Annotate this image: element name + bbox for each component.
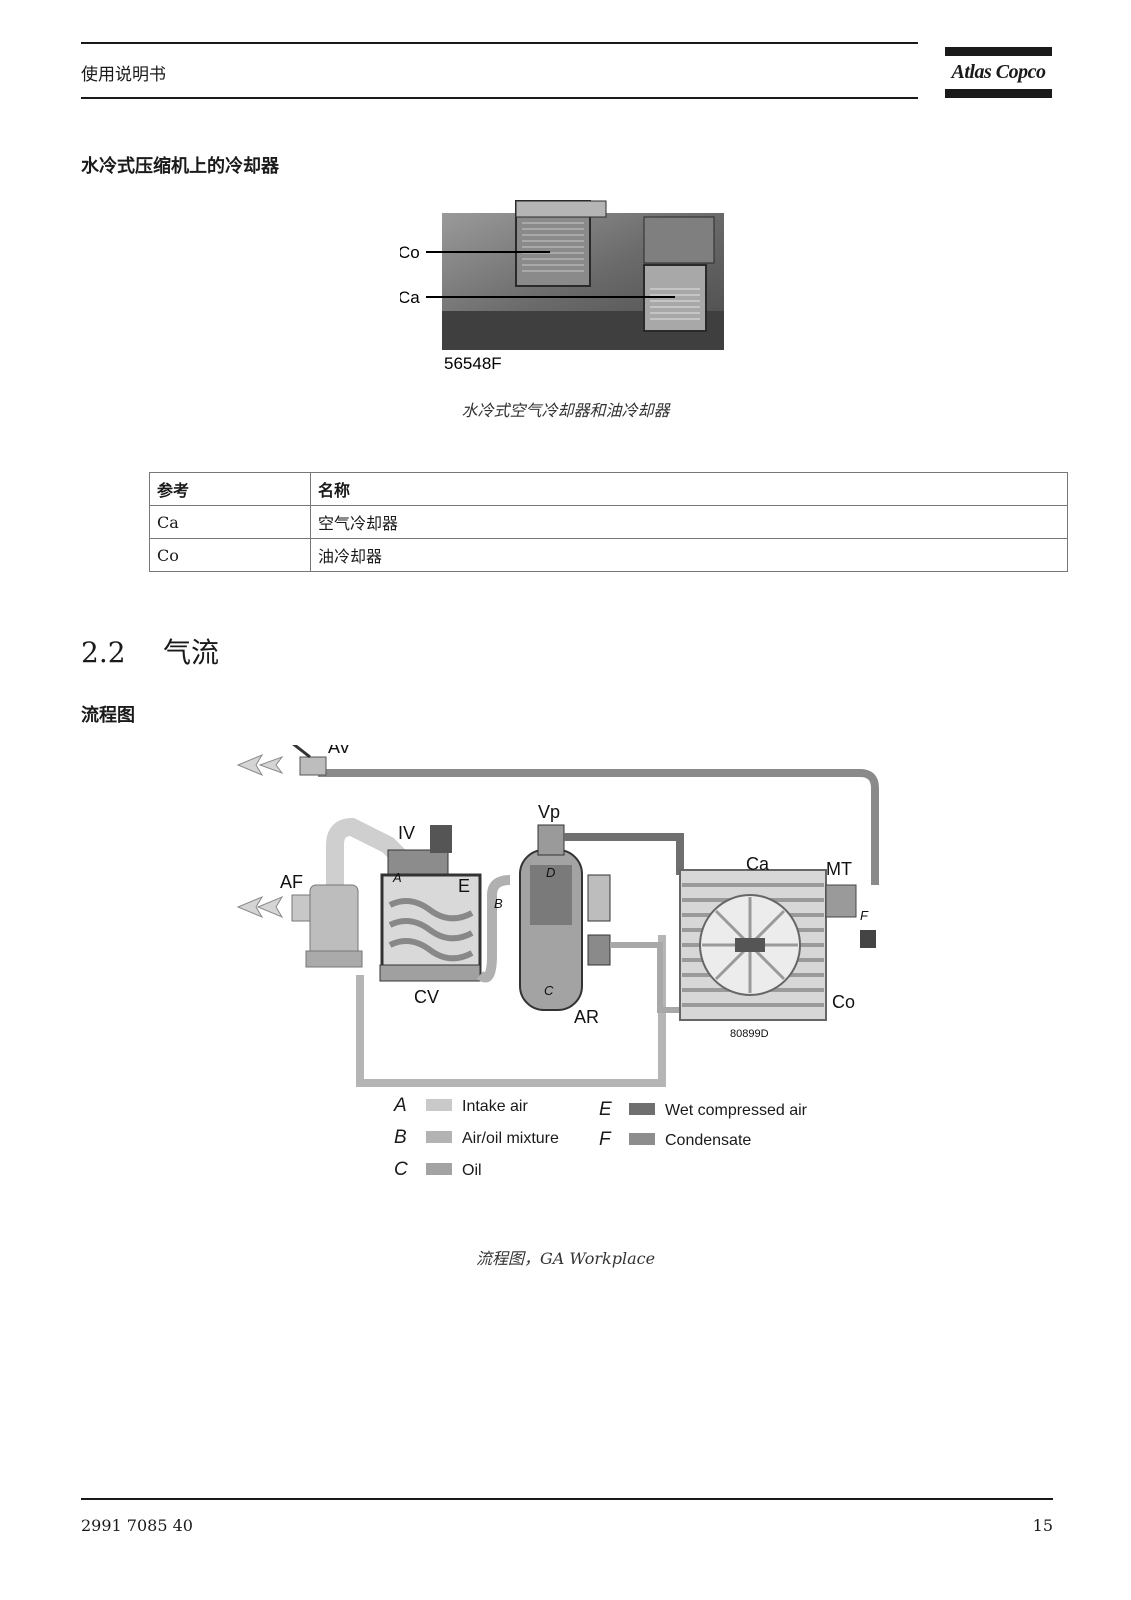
- legend-item: C Oil: [394, 1159, 482, 1181]
- legend-text: Air/oil mixture: [462, 1130, 559, 1147]
- label-e: E: [458, 876, 470, 896]
- legend-letter: B: [394, 1127, 407, 1148]
- label-cv: CV: [414, 987, 439, 1007]
- legend-text: Intake air: [462, 1098, 528, 1115]
- label-b: B: [494, 896, 503, 911]
- legend-swatch: [629, 1133, 655, 1145]
- logo-text: Atlas Copco: [951, 61, 1046, 83]
- legend-letter: A: [394, 1095, 407, 1116]
- atlas-copco-logo: Atlas Copco: [945, 47, 1052, 100]
- table-row: Co 油冷却器: [149, 538, 1068, 572]
- legend-item: F Condensate: [599, 1129, 751, 1151]
- label-c: C: [544, 983, 554, 998]
- legend-item: B Air/oil mixture: [394, 1127, 559, 1149]
- legend-swatch: [426, 1131, 452, 1143]
- page-number: 15: [1032, 1516, 1053, 1535]
- legend-text: Condensate: [665, 1132, 752, 1149]
- table-cell-ref: Co: [149, 538, 311, 572]
- cooler-caption: 水冷式空气冷却器和油冷却器: [461, 401, 670, 420]
- header-bottom-rule: [81, 97, 918, 99]
- label-av: AV: [328, 745, 351, 757]
- label-f: F: [860, 908, 869, 923]
- legend-letter: C: [394, 1159, 408, 1180]
- flow-diagram: AV AF IV E A CV B Vp D C AR: [230, 737, 910, 1215]
- photo-label-ca: Ca: [400, 288, 420, 307]
- legend-swatch: [629, 1103, 655, 1115]
- label-af: AF: [280, 872, 303, 892]
- label-a: A: [392, 870, 402, 885]
- flow-legend: A Intake air B Air/oil mixture C Oil E Wet c…: [394, 1095, 854, 1191]
- label-d: D: [546, 865, 555, 880]
- table-cell-name: 空气冷却器: [310, 505, 1068, 539]
- photo-code: 56548F: [444, 354, 502, 373]
- legend-swatch: [426, 1163, 452, 1175]
- manual-title: 使用说明书: [81, 65, 166, 85]
- reference-table: 参考 名称 Ca 空气冷却器 Co 油冷却器: [149, 472, 1068, 572]
- table-row: Ca 空气冷却器: [149, 505, 1068, 539]
- header-top-rule: [81, 42, 918, 44]
- section-name: 气流: [163, 636, 220, 669]
- label-co: Co: [832, 992, 855, 1012]
- label-ar: AR: [574, 1007, 599, 1027]
- flow-caption: 流程图，GA Workplace: [475, 1249, 656, 1268]
- table-cell-name: 油冷却器: [310, 538, 1068, 572]
- table-header-row: 参考 名称: [149, 472, 1068, 506]
- flow-heading: 流程图: [81, 705, 135, 726]
- legend-item: A Intake air: [394, 1095, 528, 1117]
- cooler-heading: 水冷式压缩机上的冷却器: [81, 156, 279, 177]
- photo-label-co: Co: [400, 243, 420, 262]
- legend-letter: E: [599, 1099, 612, 1120]
- legend-text: Wet compressed air: [665, 1102, 807, 1119]
- document-number: 2991 7085 40: [81, 1516, 193, 1535]
- table-header-name: 名称: [310, 472, 1068, 506]
- diagram-code: 80899D: [730, 1028, 769, 1040]
- table-cell-ref: Ca: [149, 505, 311, 539]
- label-vp: Vp: [538, 802, 560, 822]
- section-title: 2.2 气流: [81, 631, 219, 671]
- legend-item: E Wet compressed air: [599, 1099, 807, 1121]
- table-header-ref: 参考: [149, 472, 311, 506]
- legend-text: Oil: [462, 1162, 482, 1179]
- label-mt: MT: [826, 859, 852, 879]
- label-iv: IV: [398, 823, 415, 843]
- legend-letter: F: [599, 1129, 611, 1150]
- footer-rule: [81, 1498, 1053, 1500]
- legend-swatch: [426, 1099, 452, 1111]
- label-ca: Ca: [746, 854, 770, 874]
- section-number: 2.2: [81, 636, 126, 669]
- cooler-photo: Co Ca 56548F: [398, 193, 730, 378]
